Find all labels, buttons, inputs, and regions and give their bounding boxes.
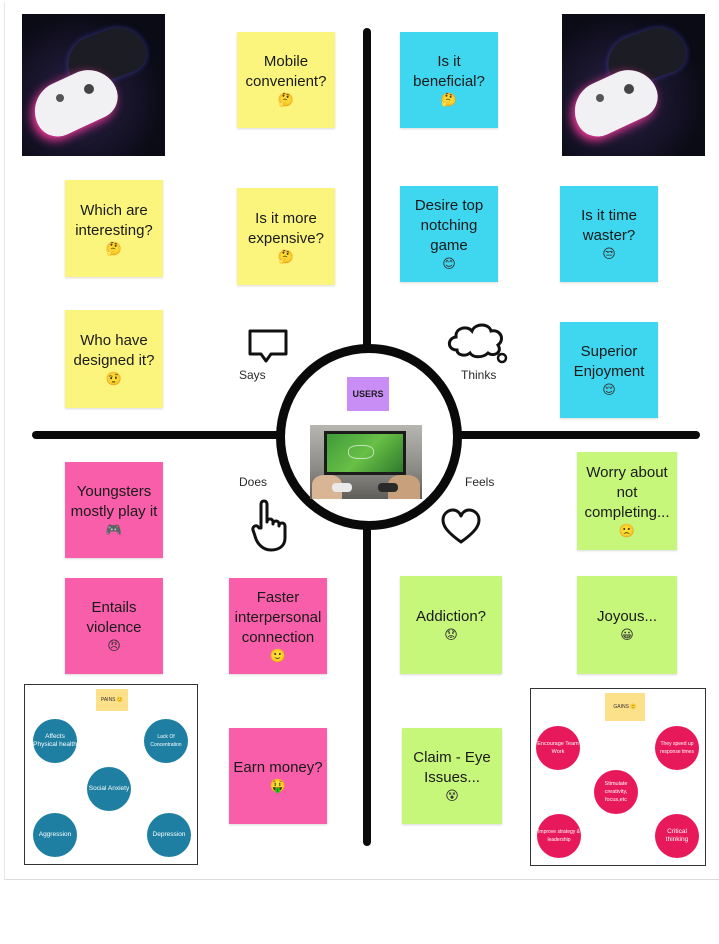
pain-item: Depression (147, 813, 191, 857)
sticky-note-violence[interactable]: Entails violence 😠 (65, 578, 163, 674)
unamused-emoji: 😒 (602, 246, 616, 261)
smiling-emoji: 😊 (442, 256, 456, 271)
gain-item: Encourage Team Work (536, 726, 580, 770)
users-label: USERS (347, 377, 389, 411)
sticky-note-worry[interactable]: Worry about not completing... 🙁 (577, 452, 677, 550)
sticky-note-mobile[interactable]: Mobile convenient? 🤔 (237, 32, 335, 128)
sticky-note-beneficial[interactable]: Is it beneficial? 🤔 (400, 32, 498, 128)
pointing-hand-icon (251, 498, 291, 557)
thinks-label: Thinks (461, 368, 497, 382)
smile-emoji: 🙂 (269, 648, 287, 663)
gain-item: Improve strategy & leadership (537, 814, 581, 858)
sticky-note-addiction[interactable]: Addiction? 😟 (400, 576, 502, 674)
thought-cloud-icon (445, 320, 511, 371)
pains-frame[interactable]: PAINS 🙁 Affects Physical health Lack Of … (24, 684, 198, 865)
game-controller-emoji: 🎮 (105, 522, 123, 537)
gain-item: They speed up response times (655, 726, 699, 770)
frown-emoji: 🙁 (618, 523, 636, 538)
thinking-emoji: 🤔 (277, 248, 295, 264)
gains-title: GAINS 🙂 (605, 693, 645, 721)
gains-frame[interactable]: GAINS 🙂 Encourage Team Work They speed u… (530, 688, 706, 866)
heart-icon (441, 508, 481, 551)
gain-item: Stimulate creativity, focus,etc (594, 770, 638, 814)
sticky-note-youngsters[interactable]: Youngsters mostly play it 🎮 (65, 462, 163, 558)
money-face-emoji: 🤑 (269, 778, 287, 793)
gaming-room-photo (310, 425, 422, 499)
gain-item: Critical thinking (655, 814, 699, 858)
controller-photo-left (22, 14, 165, 156)
thinking-emoji: 🤔 (277, 92, 295, 107)
dizzy-emoji: 😵 (445, 788, 459, 803)
grinning-emoji: 😀 (620, 627, 634, 642)
pain-item: Social Anxiety (87, 767, 131, 811)
sticky-note-faster[interactable]: Faster interpersonal connection 🙂 (229, 578, 327, 674)
angry-emoji: 😠 (107, 638, 121, 653)
thinking-emoji: 🤔 (440, 92, 458, 107)
pain-item: Lack Of Concentration (144, 719, 188, 763)
raised-eyebrow-emoji: 🤨 (105, 371, 123, 386)
sticky-note-claim[interactable]: Claim - Eye Issues... 😵 (402, 728, 502, 824)
worried-emoji: 😟 (444, 627, 458, 642)
speech-bubble-icon (247, 328, 289, 369)
empathy-map-board: USERS Says Thinks Does Feels (4, 2, 719, 880)
pain-item: Aggression (33, 813, 77, 857)
says-label: Says (239, 368, 266, 382)
sticky-note-waster[interactable]: Is it time waster? 😒 (560, 186, 658, 282)
pains-title: PAINS 🙁 (96, 689, 128, 711)
controller-photo-right (562, 14, 705, 156)
sticky-note-earn[interactable]: Earn money? 🤑 (229, 728, 327, 824)
sticky-note-joyous[interactable]: Joyous... 😀 (577, 576, 677, 674)
sticky-note-superior[interactable]: Superior Enjoyment 😌 (560, 322, 658, 418)
does-label: Does (239, 475, 268, 489)
sticky-note-desire[interactable]: Desire top notching game 😊 (400, 186, 498, 282)
sticky-note-expensive[interactable]: Is it more expensive? 🤔 (237, 188, 335, 285)
relieved-emoji: 😌 (602, 382, 616, 397)
sticky-note-interesting[interactable]: Which are interesting? 🤔 (65, 180, 163, 277)
thinking-emoji: 🤔 (105, 240, 123, 256)
pain-item: Affects Physical health (33, 719, 77, 763)
sticky-note-designed[interactable]: Who have designed it? 🤨 (65, 310, 163, 408)
feels-label: Feels (465, 475, 495, 489)
